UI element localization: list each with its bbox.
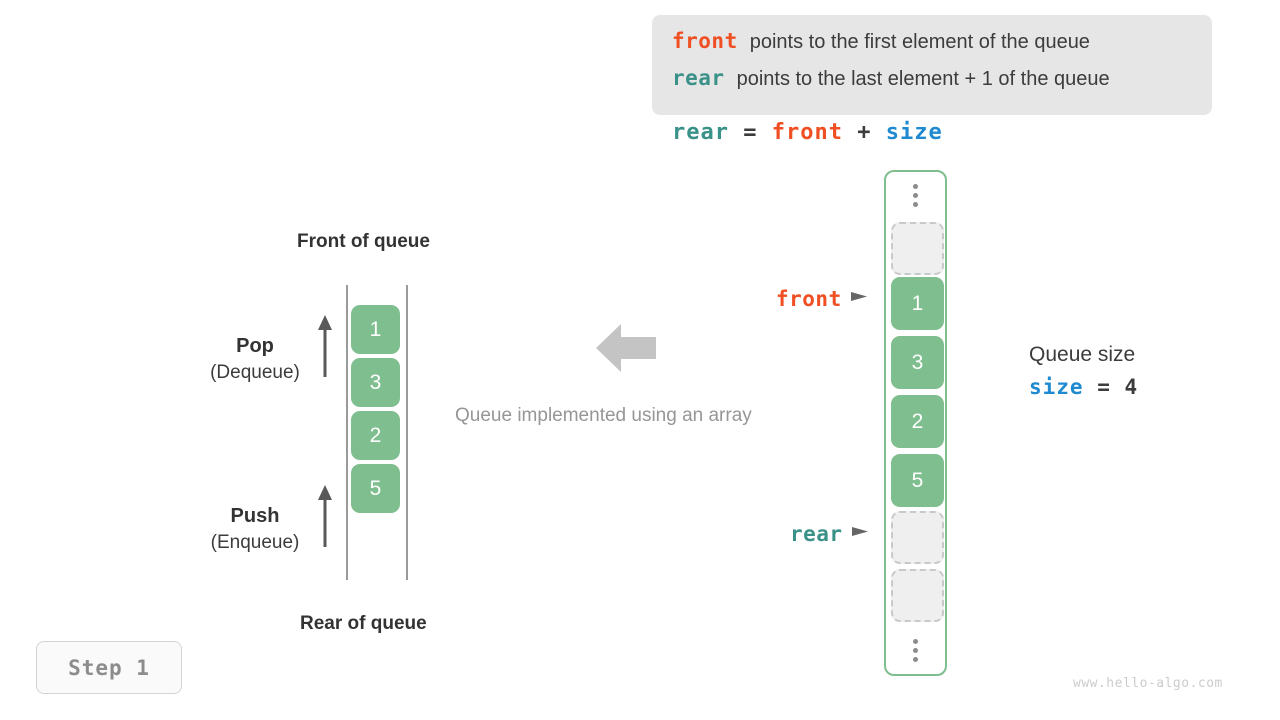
- array-cell-empty: [891, 511, 944, 564]
- formula-plus: +: [857, 120, 872, 145]
- rear-pointer-label: rear: [790, 522, 843, 546]
- rear-definition-text: points to the last element + 1 of the qu…: [736, 68, 1110, 90]
- right-caret-icon: [850, 290, 867, 308]
- queue-cell: 2: [351, 411, 400, 460]
- pop-label-sub: (Dequeue): [210, 362, 300, 383]
- front-of-queue-label: Front of queue: [297, 231, 430, 252]
- queue-size-expression: size = 4: [1029, 375, 1138, 399]
- rear-keyword: rear: [672, 66, 725, 90]
- formula-equals: =: [743, 120, 758, 145]
- queue-size-note: Queue size size = 4: [1029, 343, 1138, 399]
- formula-front: front: [771, 120, 843, 145]
- queue-rail-right: [406, 285, 408, 580]
- right-caret-icon: [851, 525, 868, 543]
- queue-cell: 1: [351, 305, 400, 354]
- push-operation-label: Push (Enqueue): [180, 505, 330, 554]
- array-cell-filled: 1: [891, 277, 944, 330]
- vertical-ellipsis-icon: [886, 184, 945, 207]
- pointer-definitions-box: front points to the first element of the…: [652, 15, 1212, 115]
- rear-formula: rear = front + size: [672, 120, 943, 145]
- definition-row-rear: rear points to the last element + 1 of t…: [672, 66, 1194, 103]
- rear-of-queue-label: Rear of queue: [300, 613, 427, 634]
- pop-label-main: Pop: [236, 335, 274, 357]
- array-cell-filled: 2: [891, 395, 944, 448]
- array-cell-empty: [891, 222, 944, 275]
- push-label-sub: (Enqueue): [210, 532, 300, 553]
- step-badge: Step 1: [36, 641, 182, 694]
- size-value: 4: [1124, 375, 1139, 399]
- formula-rear: rear: [672, 120, 729, 145]
- up-arrow-icon: [317, 485, 333, 547]
- array-cell-empty: [891, 569, 944, 622]
- queue-rail-left: [346, 285, 348, 580]
- push-label-main: Push: [230, 505, 280, 527]
- watermark: www.hello-algo.com: [1073, 676, 1223, 691]
- diagram-caption: Queue implemented using an array: [455, 405, 752, 426]
- front-definition-text: points to the first element of the queue: [749, 31, 1090, 53]
- queue-cell: 5: [351, 464, 400, 513]
- pop-operation-label: Pop (Dequeue): [180, 335, 330, 384]
- rear-pointer: rear: [790, 522, 868, 546]
- queue-size-title: Queue size: [1029, 343, 1136, 366]
- array-cell-filled: 5: [891, 454, 944, 507]
- array-cell-filled: 3: [891, 336, 944, 389]
- definition-row-front: front points to the first element of the…: [672, 29, 1194, 66]
- front-pointer: front: [776, 287, 867, 311]
- left-arrow-icon: [596, 322, 656, 379]
- size-equals: =: [1097, 375, 1111, 399]
- queue-cell: 3: [351, 358, 400, 407]
- front-keyword: front: [672, 29, 738, 53]
- formula-size: size: [885, 120, 943, 145]
- array-container: 1 3 2 5: [884, 170, 947, 676]
- up-arrow-icon: [317, 315, 333, 377]
- front-pointer-label: front: [776, 287, 842, 311]
- size-variable: size: [1029, 375, 1084, 399]
- vertical-ellipsis-icon: [886, 639, 945, 662]
